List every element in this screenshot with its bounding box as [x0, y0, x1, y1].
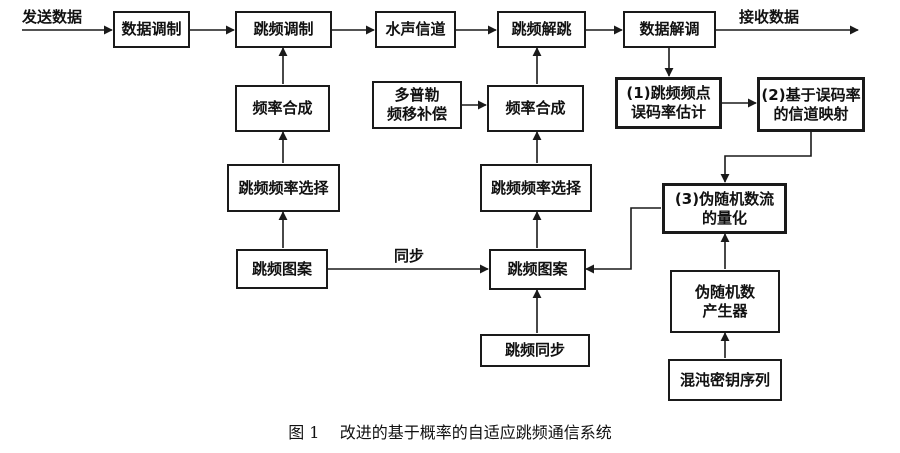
hop-select-right-text: 跳频频率选择 — [490, 178, 581, 197]
prn-quantization-block: (3)伪随机数流 的量化 — [662, 183, 787, 234]
receive-data-label: 接收数据 — [739, 8, 800, 26]
data-demodulation-block: 数据解调 — [623, 11, 716, 48]
prng-text: 伪随机数 产生器 — [694, 282, 755, 320]
channel-mapping-text: (2)基于误码率 的信道映射 — [761, 85, 861, 123]
ber-estimate-block: (1)跳频频点 误码率估计 — [615, 77, 722, 129]
dehopping-text: 跳频解跳 — [511, 20, 572, 38]
underwater-channel-block: 水声信道 — [375, 11, 456, 48]
freq-synth-left-text: 频率合成 — [252, 99, 313, 117]
dehopping-block: 跳频解跳 — [497, 11, 586, 48]
freq-synth-left-block: 频率合成 — [235, 85, 330, 132]
prng-block: 伪随机数 产生器 — [670, 270, 780, 333]
ber-estimate-text: (1)跳频频点 误码率估计 — [626, 84, 711, 121]
underwater-channel-text: 水声信道 — [385, 20, 446, 38]
channel-mapping-block: (2)基于误码率 的信道映射 — [757, 77, 865, 132]
hop-select-right-block: 跳频频率选择 — [480, 164, 592, 212]
doppler-compensation-text: 多普勒 频移补偿 — [386, 86, 447, 123]
hop-pattern-right-text: 跳频图案 — [507, 260, 568, 278]
hop-pattern-left-text: 跳频图案 — [251, 259, 312, 278]
data-demodulation-text: 数据解调 — [639, 20, 700, 38]
sync-label: 同步 — [394, 247, 425, 265]
chaos-key-sequence-text: 混沌密钥序列 — [679, 370, 770, 389]
prn-quantization-text: (3)伪随机数流 的量化 — [674, 189, 775, 227]
data-modulation-text: 数据调制 — [121, 20, 182, 38]
hop-sync-block: 跳频同步 — [480, 334, 590, 367]
freq-synth-right-block: 频率合成 — [487, 85, 584, 132]
doppler-compensation-block: 多普勒 频移补偿 — [372, 81, 462, 129]
hop-pattern-left-block: 跳频图案 — [236, 249, 328, 289]
send-data-label: 发送数据 — [22, 8, 83, 26]
hop-modulation-block: 跳频调制 — [235, 11, 332, 48]
data-modulation-block: 数据调制 — [113, 11, 190, 48]
wire-quantize-to-pattern — [585, 207, 661, 274]
chaos-key-sequence-block: 混沌密钥序列 — [668, 359, 782, 401]
figure-caption: 图 1 改进的基于概率的自适应跳频通信系统 — [288, 423, 612, 442]
hop-sync-text: 跳频同步 — [504, 341, 565, 359]
hop-select-left-block: 跳频频率选择 — [227, 164, 340, 212]
hop-pattern-right-block: 跳频图案 — [489, 249, 586, 290]
wire-map-to-quantize — [720, 132, 812, 183]
hop-select-left-text: 跳频频率选择 — [238, 178, 329, 197]
freq-synth-right-text: 频率合成 — [505, 99, 566, 117]
hop-modulation-text: 跳频调制 — [253, 20, 314, 38]
